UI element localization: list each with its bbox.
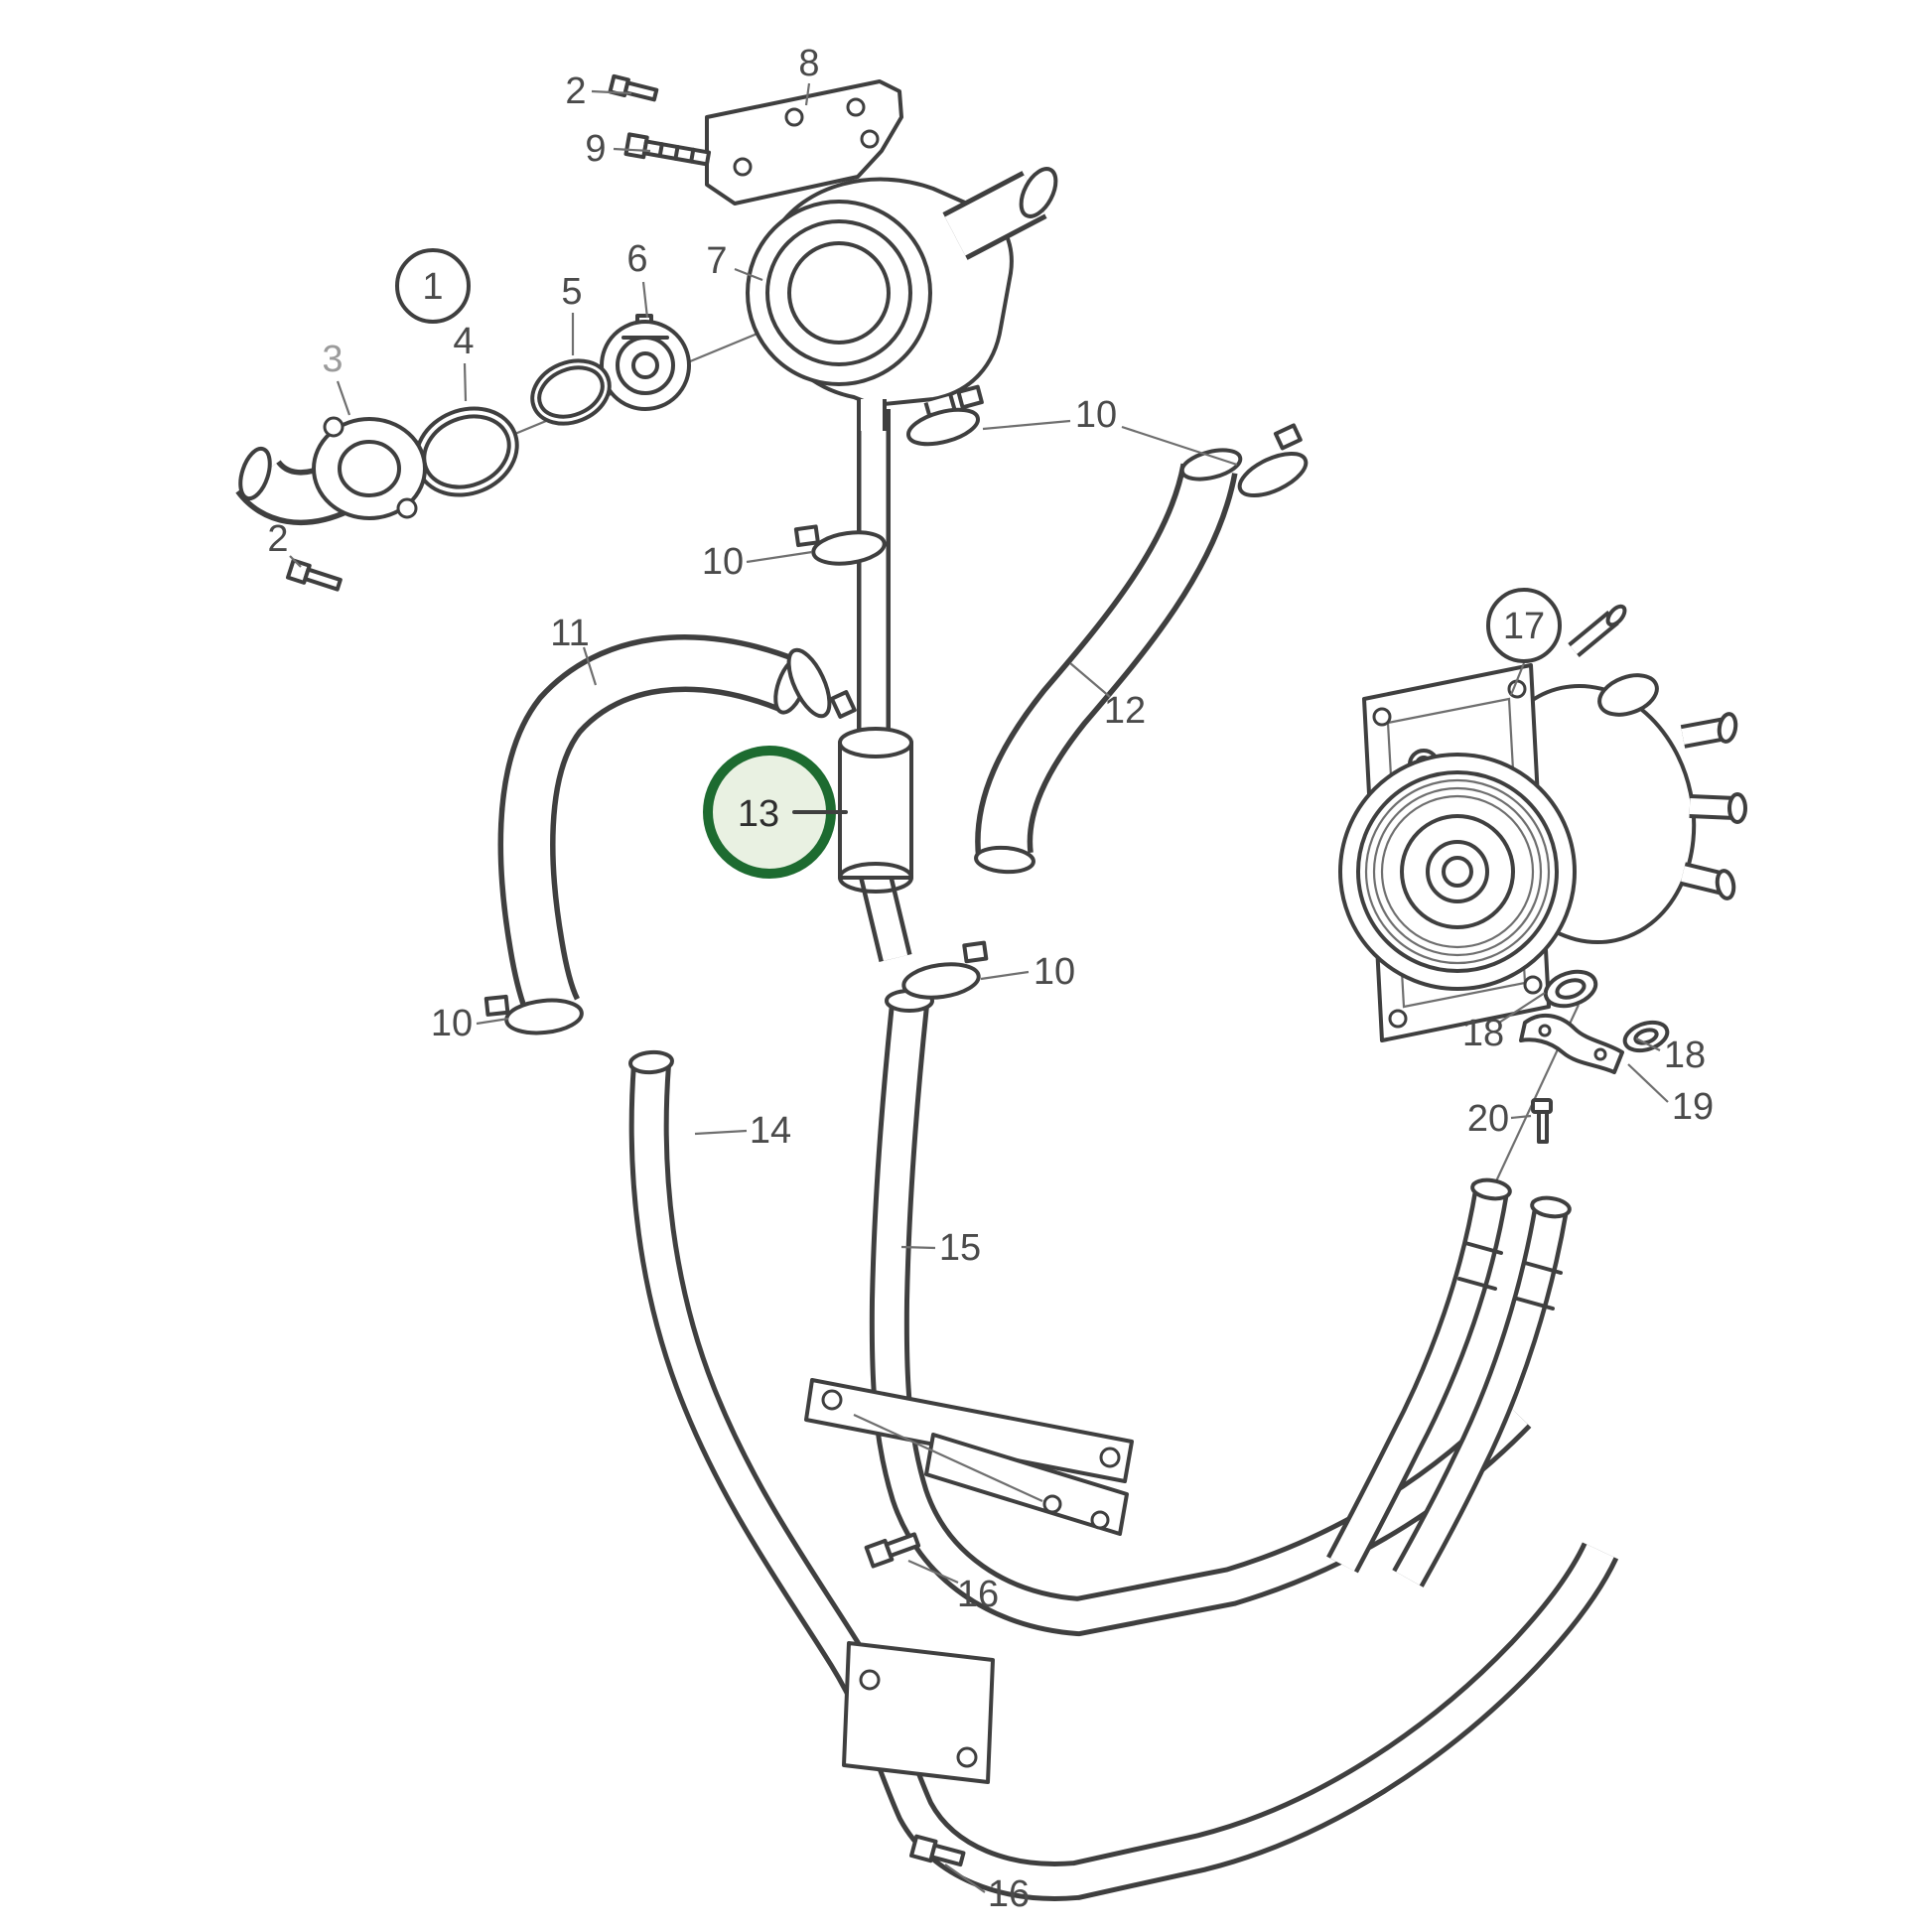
callout-4: 4	[453, 321, 474, 362]
bolt-2-lower	[286, 558, 343, 592]
callout-10-upper-right: 10	[1075, 394, 1117, 436]
callout-18-right: 18	[1664, 1035, 1706, 1076]
bolt-16-upper	[864, 1532, 921, 1569]
callout-10-below-13: 10	[1034, 951, 1075, 993]
twin-pipes-right	[1326, 1177, 1572, 1587]
callout-6: 6	[626, 238, 647, 280]
callout-3: 3	[322, 339, 343, 380]
hose-clamp-10-d	[1237, 423, 1309, 498]
pipe-14	[628, 1049, 1619, 1901]
callout-17-circled: 17	[1486, 588, 1562, 663]
bolt-2-top	[608, 73, 659, 102]
callout-19: 19	[1672, 1086, 1714, 1128]
pump-assembly-17	[1338, 604, 1747, 1042]
callout-2-top: 2	[565, 70, 586, 112]
callout-12: 12	[1104, 690, 1146, 732]
callout-16-lower: 16	[988, 1873, 1030, 1915]
callout-9: 9	[585, 128, 606, 170]
callout-7: 7	[706, 240, 727, 282]
connector-sleeve-13	[838, 727, 913, 894]
callout-13-label: 13	[738, 793, 779, 835]
callout-10-middle: 10	[702, 541, 744, 583]
callout-18-left: 18	[1462, 1013, 1504, 1054]
callout-1-circled: 1	[395, 248, 471, 324]
thermostat-6	[600, 314, 691, 411]
support-bracket-upper	[804, 1378, 1134, 1536]
support-bracket-lower	[842, 1641, 995, 1784]
callout-8: 8	[798, 43, 819, 84]
connecting-pipe	[857, 409, 912, 962]
gasket-18-left	[1543, 969, 1598, 1009]
pipe-elbow-3	[235, 416, 427, 525]
callout-labels: 2 9 8 1 5 6 7 4 3 2 10 10 11 12 13 10 10…	[267, 43, 1714, 1915]
gasket-18-right	[1622, 1020, 1670, 1053]
thermostat-housing-7	[746, 167, 1058, 432]
bolt-16-lower	[909, 1834, 966, 1867]
svg-text:17: 17	[1503, 606, 1545, 647]
leader-lines	[289, 82, 1669, 1893]
bolt-9	[623, 132, 712, 167]
callout-10-left: 10	[431, 1003, 473, 1044]
callout-14: 14	[750, 1110, 791, 1152]
callout-20: 20	[1467, 1098, 1509, 1140]
hose-clamp-10-f	[483, 994, 584, 1035]
gasket-19	[1519, 1013, 1624, 1074]
bolt-20	[1531, 1098, 1553, 1144]
hose-clamp-10-a	[906, 384, 984, 447]
callout-5: 5	[561, 271, 582, 313]
o-ring-5	[530, 358, 612, 426]
hose-clamp-10-b	[793, 524, 887, 566]
hose-12	[974, 448, 1243, 875]
callout-15: 15	[939, 1227, 981, 1269]
callout-11: 11	[550, 613, 589, 654]
hose-clamp-10-c	[786, 647, 857, 719]
callout-13-highlighted[interactable]: 13	[703, 746, 848, 879]
o-ring-4	[414, 406, 519, 497]
bracket-8	[705, 79, 903, 206]
callout-16-upper: 16	[957, 1574, 999, 1615]
hose-clamp-10-e	[901, 940, 989, 1000]
svg-text:1: 1	[422, 266, 443, 308]
callout-2-lower: 2	[267, 518, 288, 560]
